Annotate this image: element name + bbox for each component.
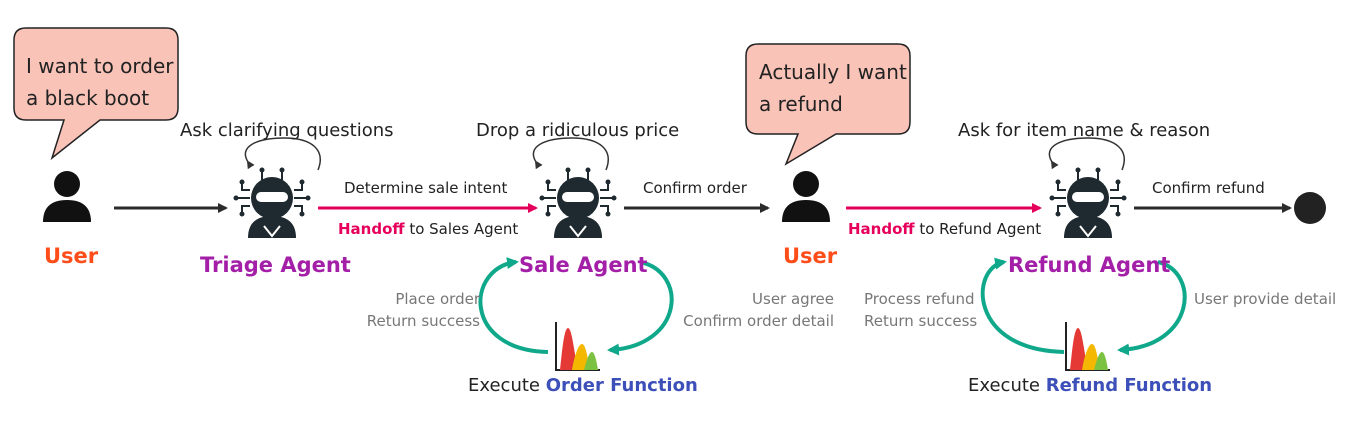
refund-agent-label: Refund Agent xyxy=(1008,253,1171,277)
side-label-line: User provide detail xyxy=(1194,290,1337,308)
edge-label-confirm-order: Confirm order xyxy=(643,179,747,197)
handoff-keyword: Handoff xyxy=(848,220,915,238)
execute-prefix: Execute xyxy=(468,375,546,396)
triage-self-loop-arrow xyxy=(244,137,321,171)
execute-order-function-label: Execute Order Function xyxy=(468,375,698,397)
sale-self-loop-arrow xyxy=(532,137,609,171)
triage-agent-label: Triage Agent xyxy=(200,253,351,277)
triage-robot-icon xyxy=(232,166,312,239)
speech-bubble-user-2 xyxy=(745,43,911,166)
user-label: User xyxy=(44,244,99,268)
handoff-target: to Refund Agent xyxy=(914,220,1042,238)
side-label-line: User agree xyxy=(752,290,834,308)
user-icon xyxy=(43,171,91,222)
bubble-line: a refund xyxy=(759,92,843,116)
side-label-line: Return success xyxy=(864,312,978,330)
function-name: Order Function xyxy=(545,375,698,396)
function-name: Refund Function xyxy=(1045,375,1213,396)
user-label-2: User xyxy=(783,244,838,268)
handoff-target: to Sales Agent xyxy=(404,220,519,238)
bubble-line: I want to order xyxy=(26,54,174,78)
order-loop-return-arrow xyxy=(478,257,549,354)
sale-robot-icon xyxy=(538,166,618,239)
execute-refund-function-label: Execute Refund Function xyxy=(968,375,1213,397)
refund-robot-icon xyxy=(1048,166,1128,239)
side-label-line: Process refund xyxy=(864,290,975,308)
edge-label-confirm-refund: Confirm refund xyxy=(1152,179,1265,197)
speech-bubble-user-1 xyxy=(13,27,179,161)
end-node xyxy=(1294,192,1326,224)
user-icon-2 xyxy=(782,171,830,222)
refund-loop-left-label: Process refund Return success xyxy=(864,288,977,332)
order-loop-call-arrow xyxy=(607,260,674,356)
refund-loop-right-label: User provide detail xyxy=(1194,288,1336,310)
side-label-line: Place order xyxy=(395,290,480,308)
bubble-line: a black boot xyxy=(26,86,150,110)
refund-loop-return-arrow xyxy=(980,257,1065,354)
refund-self-loop-label: Ask for item name & reason xyxy=(958,120,1211,141)
order-loop-left-label: Place order Return success xyxy=(367,288,480,332)
sale-agent-label: Sale Agent xyxy=(519,253,648,277)
side-label-line: Confirm order detail xyxy=(683,312,834,330)
sale-self-loop-label: Drop a ridiculous price xyxy=(476,120,680,141)
refund-self-loop-arrow xyxy=(1048,137,1125,171)
bubble-line: Actually I want xyxy=(759,60,907,84)
edge-label-handoff-refund: Handoff to Refund Agent xyxy=(848,220,1042,238)
edge-label-handoff-sales: Handoff to Sales Agent xyxy=(338,220,519,238)
bubble-text-user-2: Actually I want a refund xyxy=(759,56,907,120)
refund-chart-icon xyxy=(1065,321,1111,371)
execute-prefix: Execute xyxy=(968,375,1046,396)
order-chart-icon xyxy=(555,321,601,371)
bubble-text-user-1: I want to order a black boot xyxy=(26,50,174,114)
edge-label-determine-sale-intent: Determine sale intent xyxy=(344,179,508,197)
refund-loop-call-arrow xyxy=(1117,260,1187,356)
side-label-line: Return success xyxy=(366,312,480,330)
order-loop-right-label: User agree Confirm order detail xyxy=(683,288,834,332)
handoff-keyword: Handoff xyxy=(338,220,405,238)
triage-self-loop-label: Ask clarifying questions xyxy=(180,120,394,141)
